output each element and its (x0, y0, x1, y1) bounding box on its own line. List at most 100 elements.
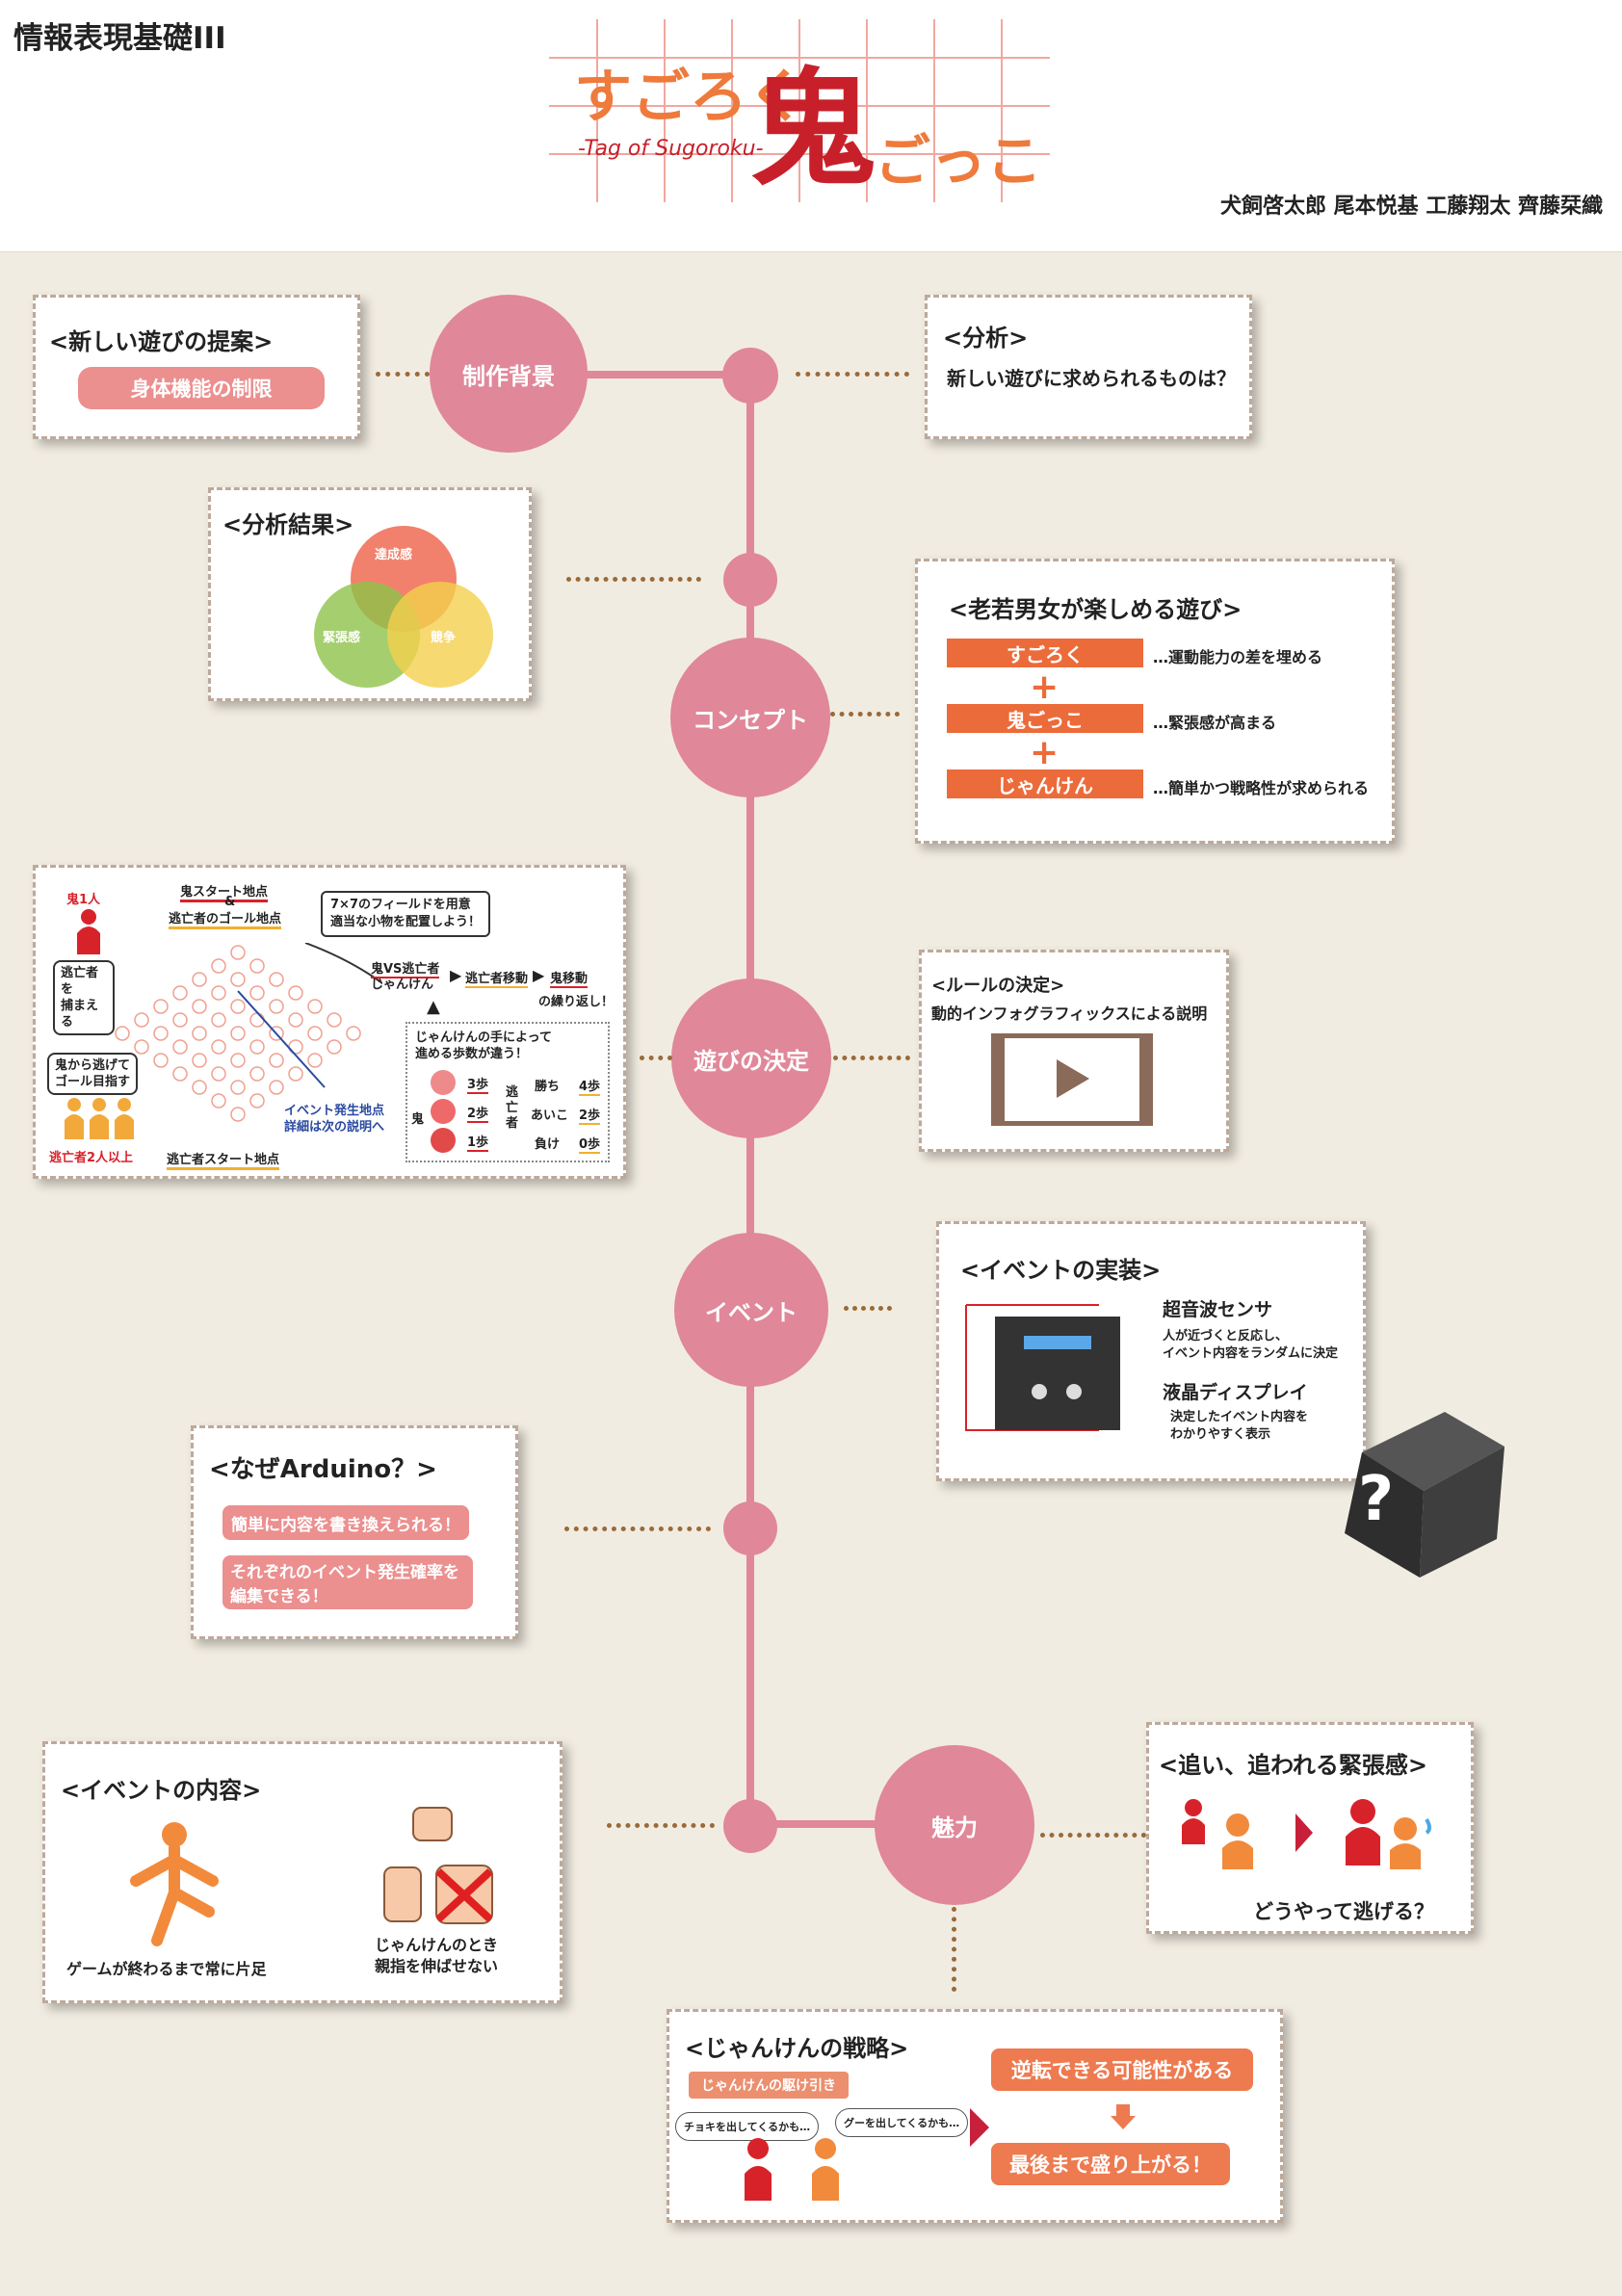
field-cell (134, 1039, 149, 1055)
oni-catch-line: 逃亡者を (61, 966, 99, 997)
down-arrow-icon (1111, 2104, 1136, 2129)
venn-diagram (314, 526, 493, 688)
event-item-2: じゃんけんのとき 親指を伸ばせない (375, 1935, 498, 1977)
field-cell (327, 1039, 342, 1055)
rock-icon (431, 1070, 456, 1095)
arduino-reason-line: それぞれのイベント発生確率を (230, 1563, 459, 1582)
field-cell (249, 1039, 265, 1055)
field-cell (269, 1080, 284, 1095)
field-cell (327, 1012, 342, 1028)
oni-catch: 逃亡者を 捕まえる (53, 960, 115, 1035)
junction-dot (723, 1799, 777, 1853)
proposal-card: <新しい遊びの提案> 身体機能の制限 (33, 295, 360, 439)
oni-catch-line: 捕まえる (61, 999, 99, 1030)
concept-item-label: じゃんけん (947, 770, 1143, 798)
field-cell (230, 945, 246, 960)
flow-oni-move: 鬼移動 (550, 968, 589, 988)
venn-label: 競争 (431, 631, 457, 645)
field-cell (192, 999, 207, 1014)
venn-label: 緊張感 (323, 631, 361, 645)
field-cell (134, 1012, 149, 1028)
oni-figure-icon (77, 909, 100, 954)
connector (376, 372, 430, 377)
analysis-result-card: <分析結果> 達成感 緊張感 競争 (208, 487, 532, 701)
flow-line: じゃんけん (371, 978, 434, 992)
node-event: イベント (674, 1233, 828, 1387)
logo-subtitle: -Tag of Sugoroku- (578, 137, 764, 161)
analysis-result-title: <分析結果> (222, 511, 354, 538)
scissors-icon (431, 1099, 456, 1124)
timeline-top-branch (578, 371, 751, 378)
runners-figure-icon (65, 1098, 134, 1139)
plus-icon: + (1030, 733, 1060, 772)
arduino-card: <なぜArduino？> 簡単に内容を書き換えられる！ それぞれのイベント発生確… (191, 1425, 518, 1639)
event-item-2-line: 親指を伸ばせない (375, 1957, 499, 1975)
event-content-card: <イベントの内容> ゲームが終わるまで常に片足 じゃんけんのとき 親指を伸ばせな… (42, 1741, 562, 2003)
venn-label: 達成感 (375, 548, 413, 562)
junction-dot (722, 348, 778, 404)
oni-count: 鬼1人 (66, 893, 101, 907)
strategy-result-2: 最後まで盛り上がる！ (991, 2143, 1230, 2185)
runner-goal-line: ゴール目指す (55, 1075, 131, 1089)
field-cell (307, 1026, 323, 1041)
display-desc-line: 決定したイベント内容を (1170, 1410, 1309, 1424)
arduino-reason: それぞれのイベント発生確率を 編集できる！ (222, 1555, 473, 1609)
proposal-pill: 身体機能の制限 (78, 367, 325, 409)
node-background: 制作背景 (430, 295, 588, 453)
mystery-box-icon (1345, 1412, 1504, 1578)
paper-icon (431, 1128, 456, 1153)
strategy-tag: じゃんけんの駆け引き (689, 2072, 849, 2099)
flow-janken: 鬼VS逃亡者 じゃんけん (371, 962, 440, 993)
flow-repeat: の繰り返し！ (538, 995, 615, 1009)
field-cell (288, 1012, 303, 1028)
field-cell (211, 1066, 226, 1082)
concept-item-label: 鬼ごっこ (947, 704, 1143, 733)
event-impl-title: <イベントの実装> (960, 1257, 1162, 1284)
video-player[interactable] (991, 1033, 1153, 1126)
tension-title: <追い、追われる緊張感> (1159, 1752, 1428, 1779)
oni-start-label: 鬼スタート地点 (180, 881, 269, 902)
field-cell (269, 1053, 284, 1068)
oni-step: 2歩 (467, 1103, 489, 1123)
connector (796, 372, 909, 377)
strategy-result-1: 逆転できる可能性がある (991, 2048, 1253, 2091)
field-cell (249, 1066, 265, 1082)
game-field-grid (115, 943, 382, 1122)
header: 情報表現基礎III すごろく 鬼 ごっこ -Tag of Sugoroku- 犬… (0, 0, 1622, 252)
field-cell (230, 1080, 246, 1095)
authors: 犬飼啓太郎 尾本悦基 工藤翔太 齊藤栞織 (1220, 195, 1603, 219)
concept-title: <老若男女が楽しめる遊び> (949, 596, 1243, 623)
connector (844, 1306, 892, 1311)
tension-card: <追い、追われる緊張感> どうやって逃げる？ (1146, 1722, 1474, 1934)
concept-item-desc: …運動能力の差を埋める (1153, 648, 1323, 666)
field-cell (230, 1026, 246, 1041)
result-label: 勝ち (535, 1080, 561, 1094)
arduino-box-icon (965, 1304, 1120, 1431)
field-cell (269, 999, 284, 1014)
field-cell (230, 1107, 246, 1122)
analysis-card: <分析> 新しい遊びに求められるものは？ (925, 295, 1252, 439)
field-cell (211, 958, 226, 974)
connector (833, 1056, 910, 1060)
arduino-reason: 簡単に内容を書き換えられる！ (222, 1505, 469, 1540)
event-content-title: <イベントの内容> (61, 1777, 262, 1804)
plus-icon: + (1030, 667, 1060, 707)
field-cell (288, 1039, 303, 1055)
rule-video-card: <ルールの決定> 動的インフォグラフィックスによる説明 (919, 950, 1229, 1152)
rule-video-text: 動的インフォグラフィックスによる説明 (931, 1004, 1208, 1023)
timeline-bottom-branch (751, 1820, 944, 1828)
goal-label: 逃亡者のゴール地点 (169, 908, 282, 929)
event-point-label: イベント発生地点 詳細は次の説明へ (284, 1103, 384, 1135)
tension-text: どうやって逃げる？ (1253, 1900, 1434, 1923)
field-note-line: 適当な小物を配置しよう！ (330, 915, 482, 929)
play-icon[interactable] (1053, 1057, 1091, 1100)
thumb-restricted-icon (383, 1807, 493, 1924)
event-item-1: ゲームが終わるまで常に片足 (66, 1960, 267, 1978)
logo-grid-icon (549, 19, 1050, 202)
field-cell (153, 1053, 169, 1068)
field-cell (230, 999, 246, 1014)
logo-title-end: ごっこ (875, 128, 1043, 194)
flow-arrow-icon: ▶ (450, 966, 462, 984)
arduino-title: <なぜArduino？> (209, 1455, 437, 1484)
node-appeal: 魅力 (875, 1745, 1034, 1905)
